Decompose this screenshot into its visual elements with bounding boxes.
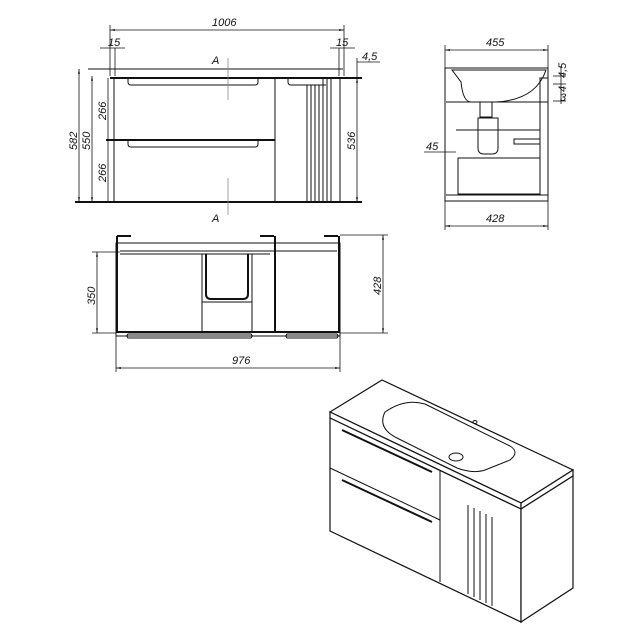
section-mark-bottom: A bbox=[211, 213, 219, 225]
dim-depth-350: 350 bbox=[86, 286, 98, 305]
isometric-view bbox=[328, 379, 575, 624]
dim-side-a: 4,5 bbox=[557, 62, 569, 78]
dim-width-1006: 1006 bbox=[212, 17, 237, 29]
cabinet-side bbox=[520, 474, 574, 624]
dim-depth-455: 455 bbox=[486, 37, 505, 49]
dim-overhang-right: 15 bbox=[336, 37, 349, 49]
dim-drawer-bottom: 266 bbox=[97, 163, 109, 183]
front-view: A A 1006 15 15 4,5 582 550 266 266 536 bbox=[68, 17, 380, 225]
dim-side-b: 4 bbox=[557, 86, 569, 92]
dim-offset-45: 45 bbox=[426, 141, 439, 153]
dim-top-thickness: 4,5 bbox=[362, 51, 378, 63]
drawer-handle-top bbox=[127, 79, 259, 86]
door-grooves-iso bbox=[467, 505, 493, 606]
dim-overhang-left: 15 bbox=[108, 37, 121, 49]
side-section-view: 455 428 45 4,5 4 3 bbox=[424, 37, 569, 230]
dim-height-536: 536 bbox=[346, 131, 358, 150]
drain bbox=[448, 452, 464, 462]
tap-hole bbox=[472, 420, 478, 424]
top-view: 350 428 976 bbox=[86, 234, 388, 372]
basin bbox=[382, 401, 516, 473]
dim-height-550: 550 bbox=[81, 131, 93, 150]
dim-height-582: 582 bbox=[68, 132, 80, 150]
door-grooves bbox=[306, 78, 332, 202]
door-handle bbox=[287, 79, 326, 86]
section-mark-top: A bbox=[211, 55, 219, 67]
dim-width-976: 976 bbox=[232, 355, 251, 367]
dim-side-c: 3 bbox=[560, 92, 567, 104]
dim-depth-428: 428 bbox=[486, 213, 505, 225]
drawer-handles bbox=[341, 429, 433, 523]
dim-drawer-top: 266 bbox=[97, 101, 109, 121]
drawer-handle-bottom bbox=[127, 141, 259, 148]
dim-depth-428: 428 bbox=[372, 276, 384, 295]
